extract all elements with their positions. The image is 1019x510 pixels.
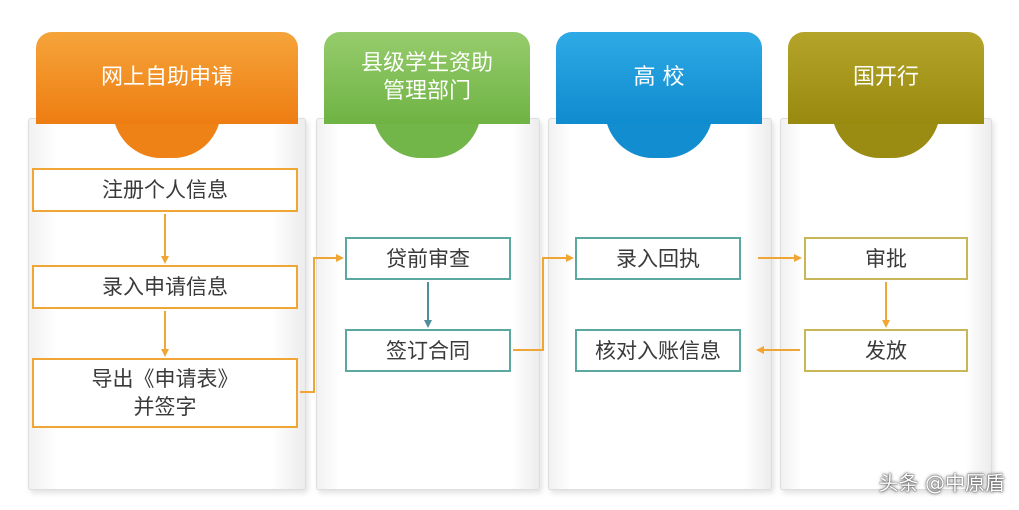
step-label: 导出《申请表》 并签字	[91, 367, 239, 419]
step-label: 审批	[865, 246, 907, 271]
step-enter-receipt: 录入回执	[575, 237, 741, 280]
header-label: 县级学生资助	[360, 51, 493, 76]
step-export-and-sign: 导出《申请表》 并签字	[32, 358, 298, 428]
step-pre-loan-review: 贷前审查	[345, 237, 511, 280]
step-disbursement: 发放	[804, 329, 968, 372]
step-enter-application: 录入申请信息	[32, 265, 298, 309]
header-county-office: 县级学生资助 管理部门	[324, 32, 530, 124]
watermark: 头条 @中原盾	[878, 471, 1005, 495]
arrow-contract-to-receipt	[513, 254, 574, 351]
header-university: 高 校	[556, 32, 762, 124]
step-label: 注册个人信息	[102, 178, 228, 202]
header-label: 国开行	[852, 65, 919, 90]
column-panel-school	[548, 118, 772, 490]
header-cdb: 国开行	[788, 32, 984, 124]
header-label: 网上自助申请	[100, 65, 233, 90]
step-label: 发放	[865, 338, 907, 363]
step-approval: 审批	[804, 237, 968, 280]
step-label: 录入申请信息	[102, 275, 228, 299]
arrow-export-to-review	[300, 254, 344, 393]
header-label: 高 校	[633, 65, 685, 90]
header-label: 管理部门	[382, 79, 471, 104]
step-label: 录入回执	[616, 246, 700, 271]
step-verify-account-info: 核对入账信息	[575, 329, 741, 372]
step-label: 贷前审查	[386, 246, 470, 271]
step-register-info: 注册个人信息	[32, 168, 298, 212]
step-label: 签订合同	[386, 338, 470, 363]
step-sign-contract: 签订合同	[345, 329, 511, 372]
step-label: 核对入账信息	[595, 338, 721, 363]
header-online-application: 网上自助申请	[36, 32, 298, 124]
